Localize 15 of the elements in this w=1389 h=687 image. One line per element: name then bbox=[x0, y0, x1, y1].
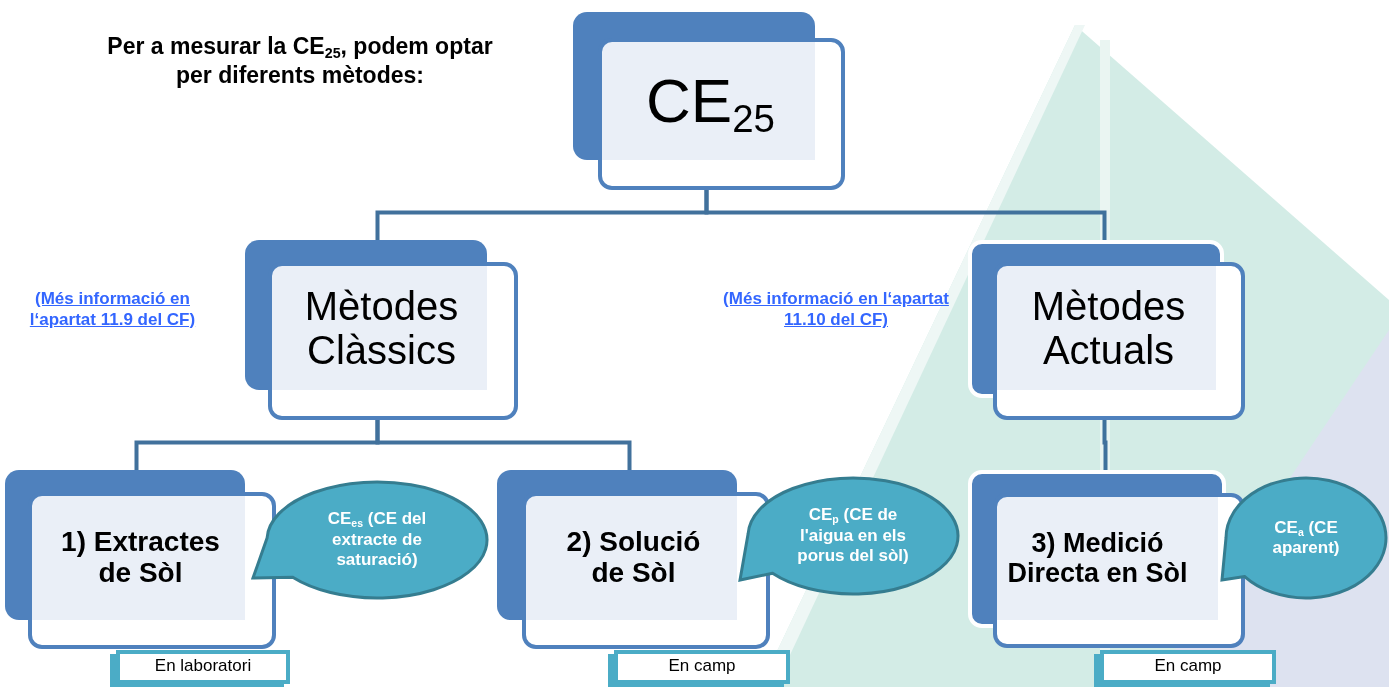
box-label: 3) Medició Directa en Sòl bbox=[1006, 528, 1189, 589]
bubble-text: CE$_{p}$ (CE de l'aigua en els porus del sòl) bbox=[796, 505, 910, 567]
box-label: Mètodes Clàssics bbox=[303, 284, 460, 372]
box-label: Mètodes Actuals bbox=[1030, 284, 1187, 372]
connector-line bbox=[704, 190, 1107, 240]
info-link: (Més informació en l‘apartat 11.9 del CF) bbox=[28, 288, 197, 331]
box-label: 1) Extractes de Sòl bbox=[60, 527, 221, 589]
connector-line bbox=[1102, 420, 1108, 470]
connector-line bbox=[375, 420, 632, 470]
bubble-text: CE$_{a}$ (CE aparent) bbox=[1271, 517, 1341, 559]
box-label: CE$_{25}$ bbox=[645, 66, 776, 136]
box-label: 2) Solució de Sòl bbox=[565, 527, 702, 589]
bubble-text: CE$_{es}$ (CE del extracte de saturació) bbox=[326, 509, 428, 571]
info-link: (Més informació en l‘apartat 11.10 del CF) bbox=[722, 288, 950, 331]
heading: Per a mesurar la CE$_{25}$, podem optar per diferents mètodes: bbox=[106, 32, 494, 90]
